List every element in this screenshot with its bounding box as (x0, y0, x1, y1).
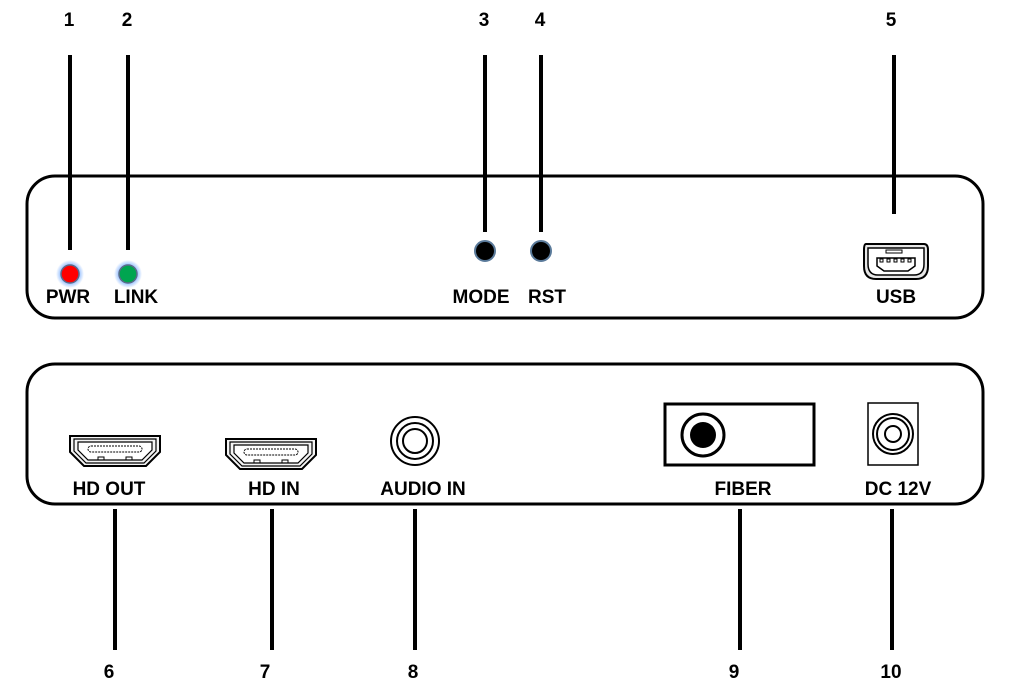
callout-number-8: 8 (408, 662, 419, 683)
link-label: LINK (114, 287, 159, 308)
callout-number-6: 6 (104, 662, 115, 683)
dc-power-jack-icon (867, 402, 919, 466)
callout-number-2: 2 (122, 10, 133, 31)
rst-label: RST (528, 287, 566, 308)
pwr-label: PWR (46, 287, 91, 308)
mini-usb-port-icon (863, 243, 929, 280)
callout-number-1: 1 (64, 10, 75, 31)
link-led-icon (114, 260, 142, 288)
callout-number-5: 5 (886, 10, 897, 31)
callout-number-7: 7 (260, 662, 271, 683)
audio-in-jack-icon (390, 416, 440, 466)
hd-in-label: HD IN (248, 479, 300, 500)
mode-button[interactable] (474, 240, 496, 262)
fiber-label: FIBER (715, 479, 772, 500)
hdmi-in-port-icon (225, 438, 317, 470)
dc-12v-label: DC 12V (865, 479, 932, 500)
callout-number-3: 3 (479, 10, 490, 31)
callout-number-9: 9 (729, 662, 740, 683)
pwr-led-icon (56, 260, 84, 288)
hdmi-out-port-icon (69, 435, 161, 467)
fiber-port-icon (663, 402, 816, 467)
callout-number-4: 4 (535, 10, 546, 31)
audio-in-label: AUDIO IN (380, 479, 466, 500)
rst-button[interactable] (530, 240, 552, 262)
front-panel (25, 174, 985, 320)
hd-out-label: HD OUT (73, 479, 146, 500)
callout-number-10: 10 (880, 662, 901, 683)
rear-panel (25, 362, 985, 506)
mode-label: MODE (453, 287, 510, 308)
usb-label: USB (876, 287, 916, 308)
